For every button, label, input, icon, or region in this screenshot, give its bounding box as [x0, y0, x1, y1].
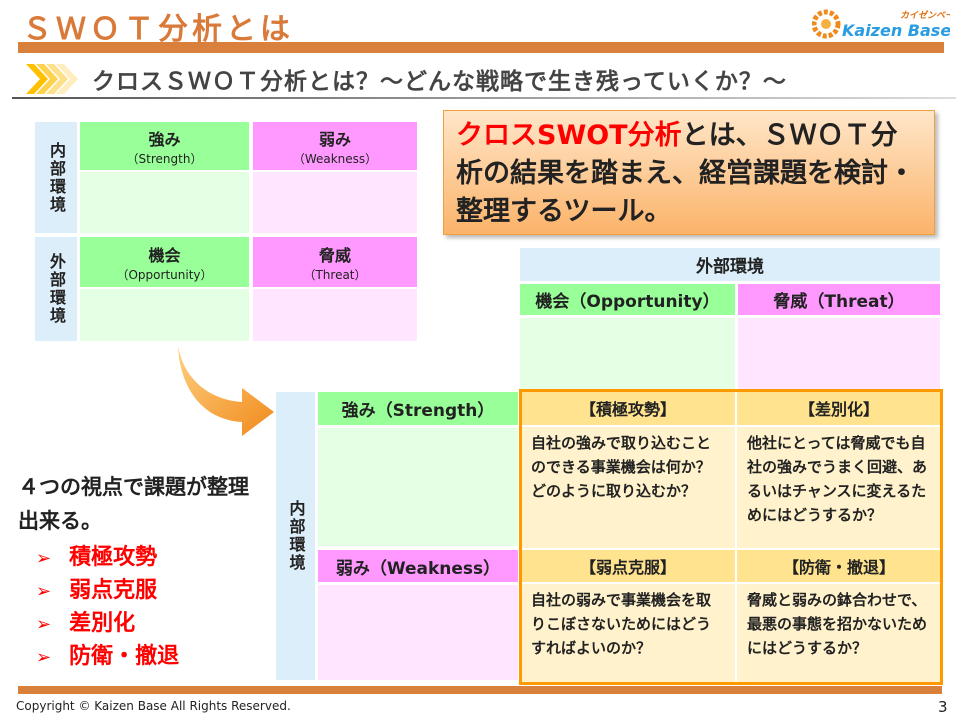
threat-label: 脅威 [318, 245, 351, 265]
list-item-label: 弱点克服 [69, 578, 158, 603]
cross-external-header: 外部環境 [520, 248, 940, 281]
callout-text: とは、ＳＷＯＴ分析の結果を踏まえ、経営課題を検討・整理するツール。 [456, 120, 915, 227]
cross-weakness-header: 弱み（Weakness） [318, 550, 518, 582]
list-item-label: 防衛・撤退 [69, 644, 180, 669]
bullet-arrow-icon: ➢ [36, 647, 52, 668]
so-title: 【積極攻勢】 [521, 391, 735, 425]
title-bar [18, 42, 944, 53]
wt-title: 【防衛・撤退】 [737, 550, 941, 582]
cross-threat-header: 脅威（Threat） [738, 284, 940, 315]
weakness-header: 弱み （Weakness） [253, 122, 417, 170]
section-subtitle: クロスＳＷＯＴ分析とは？～どんな戦略で生き残っていくか？～ [92, 69, 787, 95]
summary-heading: ４つの視点で課題が整理出来る。 [18, 475, 249, 533]
strength-label: 強み [148, 129, 181, 149]
page-number: 3 [938, 698, 948, 716]
opportunity-en: （Opportunity） [116, 267, 213, 282]
weakness-en: （Weakness） [292, 151, 378, 166]
list-item: ➢ 防衛・撤退 [36, 641, 179, 674]
strength-en: （Strength） [126, 151, 203, 166]
subtitle-underline [12, 97, 956, 99]
strength-header: 強み （Strength） [80, 122, 249, 170]
footer-bar [18, 686, 942, 694]
svg-text:カイゼンベース: カイゼンベース [900, 10, 950, 21]
curved-arrow-icon [178, 346, 274, 436]
external-label: 外部環境 [35, 237, 77, 341]
wt-body: 脅威と弱みの鉢合わせで、最悪の事態を招かないためにはどうするか？ [737, 584, 941, 683]
list-item: ➢ 弱点克服 [36, 575, 179, 608]
svg-text:Kaizen Base: Kaizen Base [842, 21, 950, 40]
cross-threat-body [738, 318, 940, 390]
copyright: Copyright © Kaizen Base All Rights Reser… [16, 699, 291, 713]
cross-strength-body [318, 428, 518, 546]
list-item: ➢ 差別化 [36, 608, 179, 641]
so-body: 自社の強みで取り込むことのできる事業機会は何か？どのように取り込むか？ [521, 427, 735, 548]
threat-body [253, 289, 417, 341]
cross-opportunity-header: 機会（Opportunity） [520, 284, 735, 315]
page-title: ＳＷＯＴ分析とは [22, 12, 294, 47]
weakness-body [253, 172, 417, 233]
cross-strength-header: 強み（Strength） [318, 392, 518, 425]
threat-en: （Threat） [303, 267, 367, 282]
opportunity-header: 機会 （Opportunity） [80, 237, 249, 287]
callout-box: クロスSWOT分析とは、ＳＷＯＴ分析の結果を踏まえ、経営課題を検討・整理するツー… [443, 110, 935, 235]
cross-weakness-body [318, 585, 518, 680]
callout-highlight: クロスSWOT分析 [456, 120, 682, 151]
kaizen-base-logo: カイゼンベースKaizen Base [811, 6, 960, 40]
cross-matrix-border [519, 389, 943, 685]
wo-body: 自社の弱みで事業機会を取りこぼさないためにはどうすればよいのか？ [521, 584, 735, 683]
list-item-label: 積極攻勢 [69, 545, 158, 570]
opportunity-label: 機会 [148, 245, 181, 265]
cross-internal-label: 内部環境 [276, 392, 315, 680]
wo-title: 【弱点克服】 [521, 550, 735, 582]
st-body: 他社にとっては脅威でも自社の強みでうまく回避、あるいはチャンスに変えるためにはど… [737, 427, 941, 548]
internal-label: 内部環境 [35, 122, 77, 233]
chevron-arrows-icon [26, 64, 78, 94]
opportunity-body [80, 289, 249, 341]
strategy-list: ➢ 積極攻勢 ➢ 弱点克服 ➢ 差別化 ➢ 防衛・撤退 [36, 542, 179, 674]
weakness-label: 弱み [318, 129, 351, 149]
bullet-arrow-icon: ➢ [36, 581, 52, 602]
list-item-label: 差別化 [69, 611, 136, 636]
bullet-arrow-icon: ➢ [36, 548, 52, 569]
st-title: 【差別化】 [737, 391, 941, 425]
cross-opportunity-body [520, 318, 735, 390]
bullet-arrow-icon: ➢ [36, 614, 52, 635]
strength-body [80, 172, 249, 233]
threat-header: 脅威 （Threat） [253, 237, 417, 287]
list-item: ➢ 積極攻勢 [36, 542, 179, 575]
